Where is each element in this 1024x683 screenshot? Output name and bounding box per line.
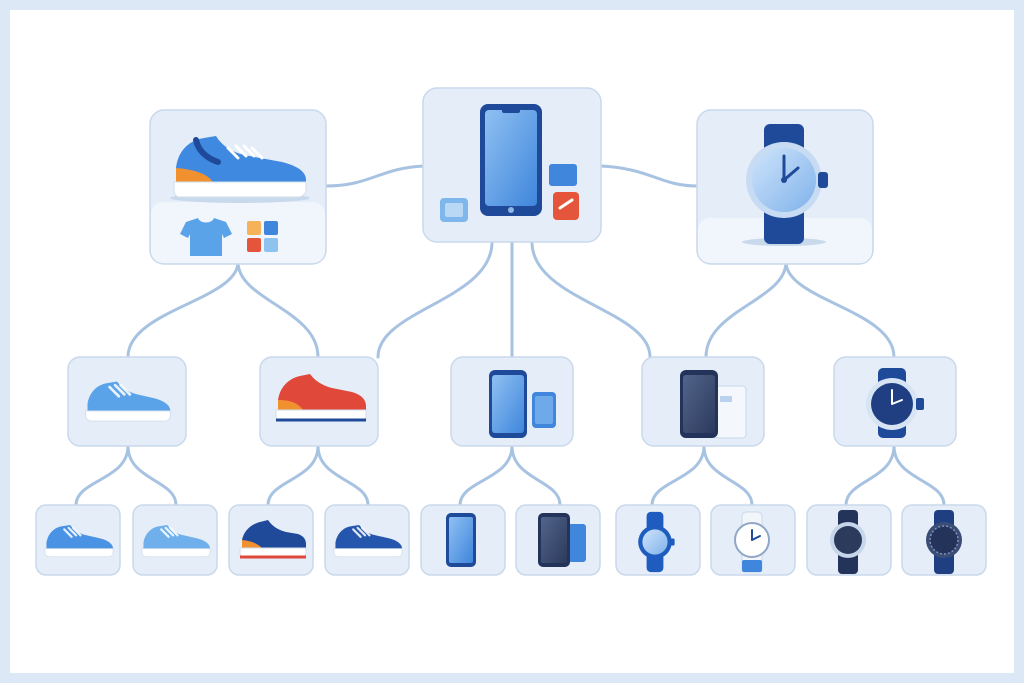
link-apparel-sub1 (126, 260, 240, 359)
tag-icon (549, 164, 579, 220)
root-card-watches[interactable] (696, 109, 874, 265)
link-phones-sub2 (376, 240, 494, 359)
link-sub5-leaf9 (844, 444, 896, 507)
link-watches-sub4 (704, 260, 788, 359)
leaf-card-5[interactable] (420, 504, 506, 576)
leaf-card-9[interactable] (806, 504, 892, 576)
navy-watch-icon (866, 368, 924, 438)
link-sub4-leaf8 (702, 444, 754, 507)
wristwatch-icon (746, 124, 828, 244)
link-phones-sub4 (530, 240, 652, 359)
sub-card-navy-watch[interactable] (833, 356, 957, 447)
sub-card-red-sneaker[interactable] (259, 356, 379, 447)
link-apparel-phones (324, 164, 426, 188)
tshirt-icon (180, 218, 232, 256)
navy-red-sneaker-icon (239, 520, 307, 559)
link-phones-watches (598, 164, 699, 188)
root-card-phones[interactable] (422, 87, 602, 243)
link-sub4-leaf7 (650, 444, 706, 507)
color-swatch-icon (247, 221, 278, 252)
link-sub1-leaf1 (74, 444, 130, 507)
leaf-card-1[interactable] (35, 504, 121, 576)
link-sub2-leaf3 (266, 444, 320, 507)
connector-lines (74, 164, 946, 507)
dark-phone-card-icon (680, 370, 747, 439)
dark-phone-icon (538, 513, 586, 567)
link-sub5-leaf10 (892, 444, 946, 507)
navy-sport-watch-icon (926, 510, 962, 574)
black-watch-icon (830, 510, 866, 574)
white-watch-icon (734, 511, 770, 573)
leaf-card-4[interactable] (324, 504, 410, 576)
red-sneaker-icon (275, 374, 367, 422)
leaf-card-10[interactable] (901, 504, 987, 576)
leaf-card-6[interactable] (515, 504, 601, 576)
sub-card-phones[interactable] (450, 356, 574, 447)
sneaker-icon (170, 136, 310, 203)
link-sub3-leaf5 (458, 444, 514, 507)
blue-phone-icon (446, 513, 476, 567)
link-apparel-sub2 (236, 260, 320, 359)
link-sub3-leaf6 (510, 444, 562, 507)
link-sub2-leaf4 (316, 444, 370, 507)
smartphone-icon (480, 104, 542, 216)
sub-card-dark-phone[interactable] (641, 356, 765, 447)
leaf-card-2[interactable] (132, 504, 218, 576)
leaf-card-3[interactable] (228, 504, 314, 576)
sub-card-blue-sneaker[interactable] (67, 356, 187, 447)
leaf-card-8[interactable] (710, 504, 796, 576)
phone-pair-icon (489, 370, 556, 438)
link-watches-sub5 (784, 260, 896, 359)
photo-icon (440, 198, 468, 222)
leaf-card-7[interactable] (615, 504, 701, 576)
root-card-apparel[interactable] (149, 109, 327, 265)
link-sub1-leaf2 (126, 444, 178, 507)
